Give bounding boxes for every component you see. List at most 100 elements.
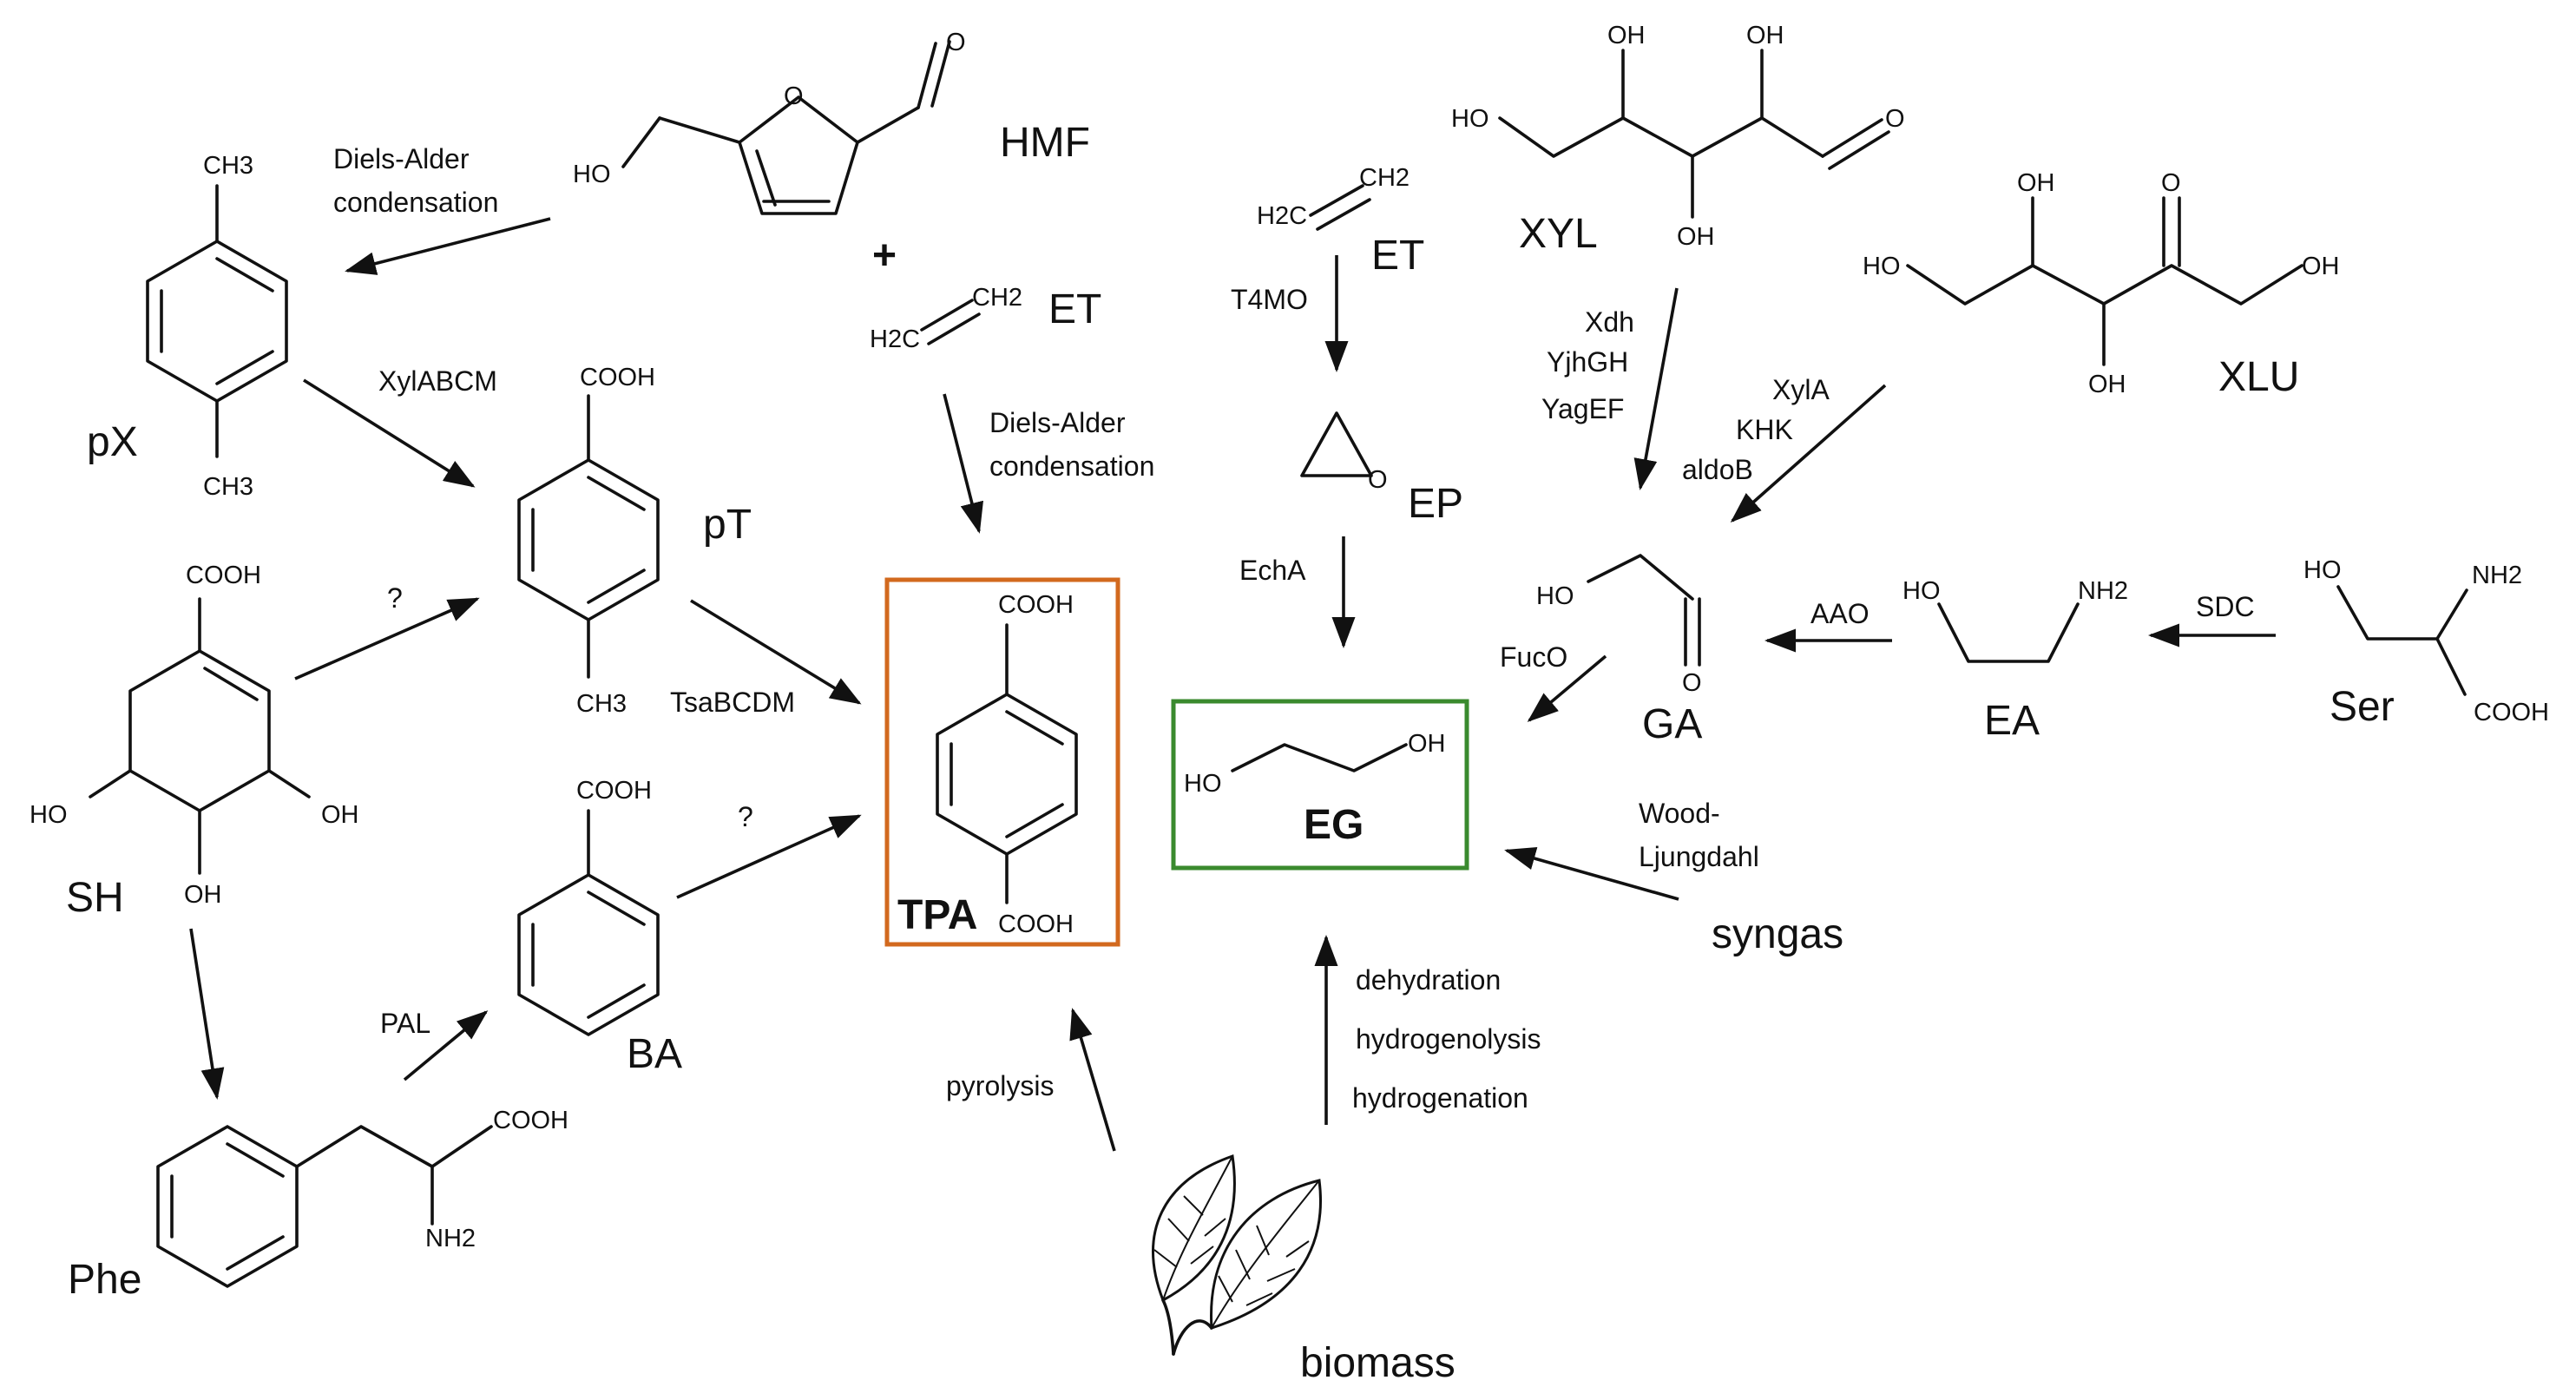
xyl-oh-3: OH bbox=[1677, 223, 1715, 251]
ea-ho: HO bbox=[1902, 577, 1941, 605]
label-ba: BA bbox=[627, 1031, 682, 1077]
rxn-t4mo: T4MO bbox=[1231, 284, 1308, 315]
label-ep: EP bbox=[1408, 481, 1463, 527]
ep-structure: O bbox=[1300, 411, 1388, 494]
rxn-yjhgh: YjhGH bbox=[1547, 346, 1628, 378]
rxn-pal: PAL bbox=[380, 1008, 430, 1039]
ga-o: O bbox=[1682, 669, 1702, 697]
rxn-khk: KHK bbox=[1736, 414, 1793, 445]
phe-structure: COOH NH2 bbox=[156, 1107, 568, 1288]
rxn-yagef: YagEF bbox=[1541, 393, 1624, 424]
rxn-hydrogenation: hydrogenation bbox=[1352, 1082, 1528, 1114]
xyl-oh-2: OH bbox=[1746, 22, 1784, 49]
rxn-question-1: ? bbox=[387, 582, 403, 614]
px-ch3-bottom: CH3 bbox=[203, 473, 253, 501]
arrow-sh-to-phe bbox=[189, 928, 225, 1100]
et1-ch2: CH2 bbox=[972, 284, 1022, 312]
rxn-hydrogenolysis: hydrogenolysis bbox=[1356, 1023, 1541, 1055]
rxn-diels-alder-2a: Diels-Alder bbox=[989, 407, 1126, 438]
pt-ch3: CH3 bbox=[576, 690, 627, 718]
biomass-leaves-icon bbox=[1152, 1154, 1322, 1356]
ba-cooh: COOH bbox=[576, 777, 652, 805]
sh-cooh: COOH bbox=[186, 562, 261, 589]
rxn-echa: EchA bbox=[1239, 555, 1306, 586]
arrow-hmf-to-px bbox=[345, 217, 551, 275]
xlu-o: O bbox=[2161, 169, 2181, 197]
sh-ho: HO bbox=[30, 801, 68, 829]
rxn-fuco: FucO bbox=[1500, 641, 1567, 673]
phe-nh2: NH2 bbox=[425, 1225, 476, 1252]
xyl-oh-1: OH bbox=[1607, 22, 1646, 49]
rxn-wood: Wood- bbox=[1639, 798, 1720, 829]
eg-box bbox=[1171, 699, 1469, 871]
hmf-aldehyde-o: O bbox=[946, 29, 966, 56]
label-ga: GA bbox=[1642, 701, 1702, 747]
label-px: pX bbox=[87, 419, 138, 465]
label-pt: pT bbox=[703, 502, 752, 548]
arrow-ba-to-tpa bbox=[676, 814, 862, 899]
ethylene-1: H2C CH2 bbox=[870, 284, 1022, 353]
xyl-o: O bbox=[1885, 105, 1905, 133]
sh-oh-2: OH bbox=[184, 881, 222, 909]
ba-structure: COOH bbox=[517, 777, 660, 1036]
et1-h2c: H2C bbox=[870, 325, 920, 353]
arrow-syngas-to-eg bbox=[1504, 846, 1679, 901]
label-hmf: HMF bbox=[1000, 120, 1090, 166]
label-biomass: biomass bbox=[1300, 1340, 1456, 1386]
ep-o: O bbox=[1368, 466, 1388, 494]
arrow-et-to-tpa bbox=[943, 393, 983, 534]
label-et-top: ET bbox=[1371, 233, 1424, 279]
label-ser: Ser bbox=[2330, 684, 2395, 730]
ea-structure: HO NH2 bbox=[1902, 577, 2128, 663]
label-et-mid: ET bbox=[1048, 286, 1101, 332]
ser-cooh: COOH bbox=[2474, 699, 2549, 726]
sh-oh-1: OH bbox=[321, 801, 359, 829]
ethylene-2: H2C CH2 bbox=[1257, 164, 1410, 231]
label-phe: Phe bbox=[68, 1257, 141, 1303]
plus-sign: + bbox=[872, 233, 897, 279]
ga-ho: HO bbox=[1536, 582, 1574, 610]
arrow-pt-to-tpa bbox=[690, 599, 862, 705]
pt-structure: COOH CH3 bbox=[517, 364, 660, 718]
arrow-xyl-to-ga bbox=[1633, 287, 1679, 490]
arrow-sh-to-pt bbox=[294, 597, 480, 680]
label-ea: EA bbox=[1984, 698, 2040, 744]
xyl-structure: HO OH OH OH O bbox=[1451, 22, 1905, 251]
hmf-ring-o: O bbox=[784, 82, 804, 110]
rxn-diels-alder-1a: Diels-Alder bbox=[333, 143, 470, 174]
arrow-phe-to-ba bbox=[403, 1010, 489, 1081]
arrow-ga-to-eg bbox=[1527, 654, 1607, 722]
xlu-ho: HO bbox=[1863, 253, 1901, 280]
rxn-xyla: XylA bbox=[1772, 374, 1830, 405]
sh-structure: COOH HO OH OH bbox=[30, 562, 359, 909]
rxn-pyrolysis: pyrolysis bbox=[946, 1070, 1054, 1101]
xlu-oh-3: OH bbox=[2088, 371, 2126, 398]
px-ch3-top: CH3 bbox=[203, 152, 253, 180]
rxn-tsabcdm: TsaBCDM bbox=[670, 687, 795, 718]
rxn-xylabcm: XylABCM bbox=[378, 365, 497, 397]
eg-structure: HO OH bbox=[1184, 730, 1446, 798]
tpa-box bbox=[884, 577, 1120, 947]
hmf-ho: HO bbox=[573, 161, 611, 188]
hmf-structure: O O HO bbox=[573, 29, 966, 215]
rxn-sdc: SDC bbox=[2196, 591, 2255, 622]
label-sh: SH bbox=[66, 875, 124, 921]
ea-nh2: NH2 bbox=[2078, 577, 2128, 605]
phe-cooh: COOH bbox=[493, 1107, 568, 1134]
xlu-structure: HO OH O OH OH bbox=[1863, 169, 2340, 398]
label-syngas: syngas bbox=[1712, 911, 1843, 957]
tpa-cooh-top: COOH bbox=[998, 591, 1074, 619]
xlu-oh-2: OH bbox=[2302, 253, 2340, 280]
label-xyl: XYL bbox=[1519, 211, 1598, 257]
et2-ch2: CH2 bbox=[1359, 164, 1410, 192]
rxn-aao: AAO bbox=[1810, 598, 1870, 629]
rxn-diels-alder-1b: condensation bbox=[333, 187, 498, 218]
pt-cooh: COOH bbox=[580, 364, 655, 391]
rxn-dehydration: dehydration bbox=[1356, 964, 1501, 996]
tpa-cooh-bottom: COOH bbox=[998, 910, 1074, 938]
rxn-xdh: Xdh bbox=[1585, 306, 1634, 338]
ser-structure: HO NH2 COOH bbox=[2303, 556, 2549, 726]
rxn-question-2: ? bbox=[738, 801, 753, 832]
label-xlu: XLU bbox=[2218, 354, 2299, 400]
